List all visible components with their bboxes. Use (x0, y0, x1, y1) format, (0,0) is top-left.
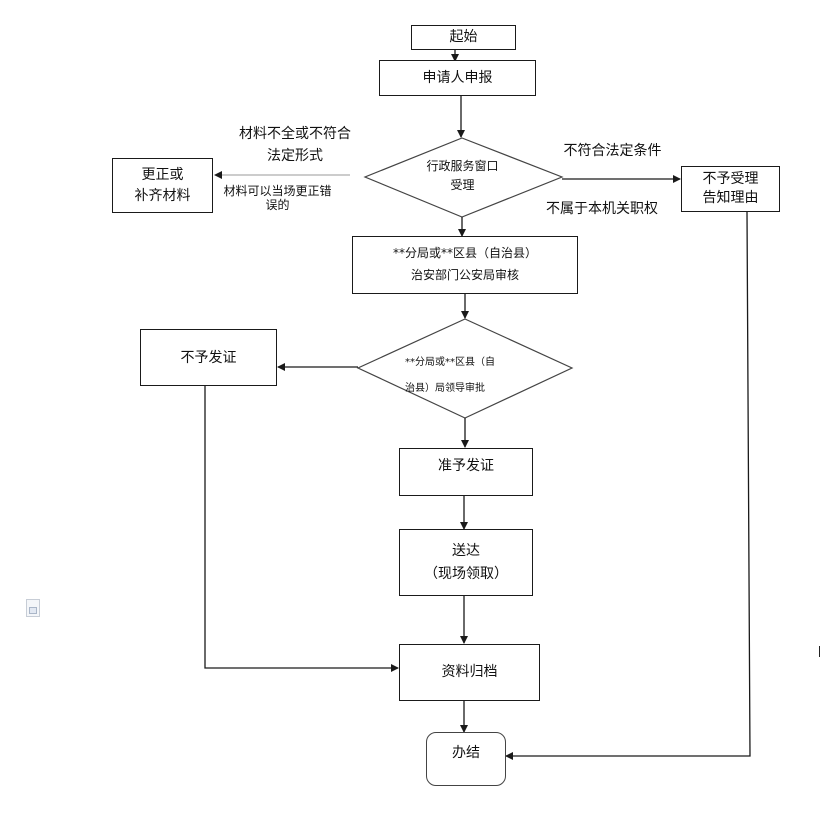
node-finish-text: 办结 (452, 745, 480, 761)
node-correct-line-2: 补齐材料 (134, 187, 191, 204)
node-archive-text: 资料归档 (441, 664, 498, 680)
node-deliver-line-1: 送达 (452, 543, 480, 560)
node-deliver-line-2: （现场领取） (424, 565, 508, 582)
window-diamond-text: 行政服务窗口 受理 (405, 157, 520, 194)
node-correct-line-1: 更正或 (141, 166, 184, 183)
node-review-line-2: 治安部门公安局审核 (410, 268, 519, 282)
node-reject-line-1: 不予受理 (702, 171, 759, 188)
node-deny-text: 不予发证 (180, 350, 237, 366)
node-finish: 办结 (426, 732, 506, 786)
node-approve: 准予发证 (399, 448, 533, 496)
label-correctable-line-2: 误的 (265, 198, 290, 213)
arrow-deny-to-archive (204, 385, 399, 672)
node-archive: 资料归档 (399, 644, 540, 701)
node-start: 起始 (411, 25, 516, 50)
node-review-line-1: **分局或**区县（自治县） (392, 246, 537, 261)
node-approve-text: 准予发证 (438, 458, 494, 474)
label-incomplete-line-1: 材料不全或不符合 (239, 126, 351, 142)
label-incomplete-line-2: 法定形式 (267, 148, 323, 165)
node-deliver: 送达 （现场领取） (399, 529, 533, 596)
text-cursor (819, 646, 820, 657)
label-correctable: 材料可以当场更正错 误的 (215, 184, 340, 213)
node-correct: 更正或 补齐材料 (112, 158, 213, 213)
node-reject-line-2: 告知理由 (702, 190, 759, 206)
label-not-legal: 不符合法定条件 (555, 141, 670, 162)
window-line-1: 行政服务窗口 (426, 159, 499, 173)
label-not-jurisdiction-text: 不属于本机关职权 (546, 201, 658, 217)
node-deny: 不予发证 (140, 329, 277, 386)
node-apply: 申请人申报 (379, 60, 536, 96)
node-review: **分局或**区县（自治县） 治安部门公安局审核 (352, 236, 578, 294)
node-start-text: 起始 (449, 29, 478, 45)
leader-diamond-text: **分局或**区县（自 治县）局领导审批 (405, 350, 525, 402)
arrow-reject-to-finish (505, 211, 751, 760)
window-line-2: 受理 (450, 177, 475, 192)
leader-line-1: **分局或**区县（自 (405, 357, 495, 368)
label-not-legal-text: 不符合法定条件 (563, 143, 662, 159)
document-icon (26, 599, 40, 617)
leader-line-2: 治县）局领导审批 (405, 383, 485, 394)
node-apply-text: 申请人申报 (422, 69, 493, 86)
label-incomplete: 材料不全或不符合 法定形式 (225, 123, 365, 168)
label-not-jurisdiction: 不属于本机关职权 (537, 199, 667, 220)
node-reject-accept: 不予受理 告知理由 (681, 166, 780, 212)
label-correctable-line-1: 材料可以当场更正错 (223, 184, 332, 198)
